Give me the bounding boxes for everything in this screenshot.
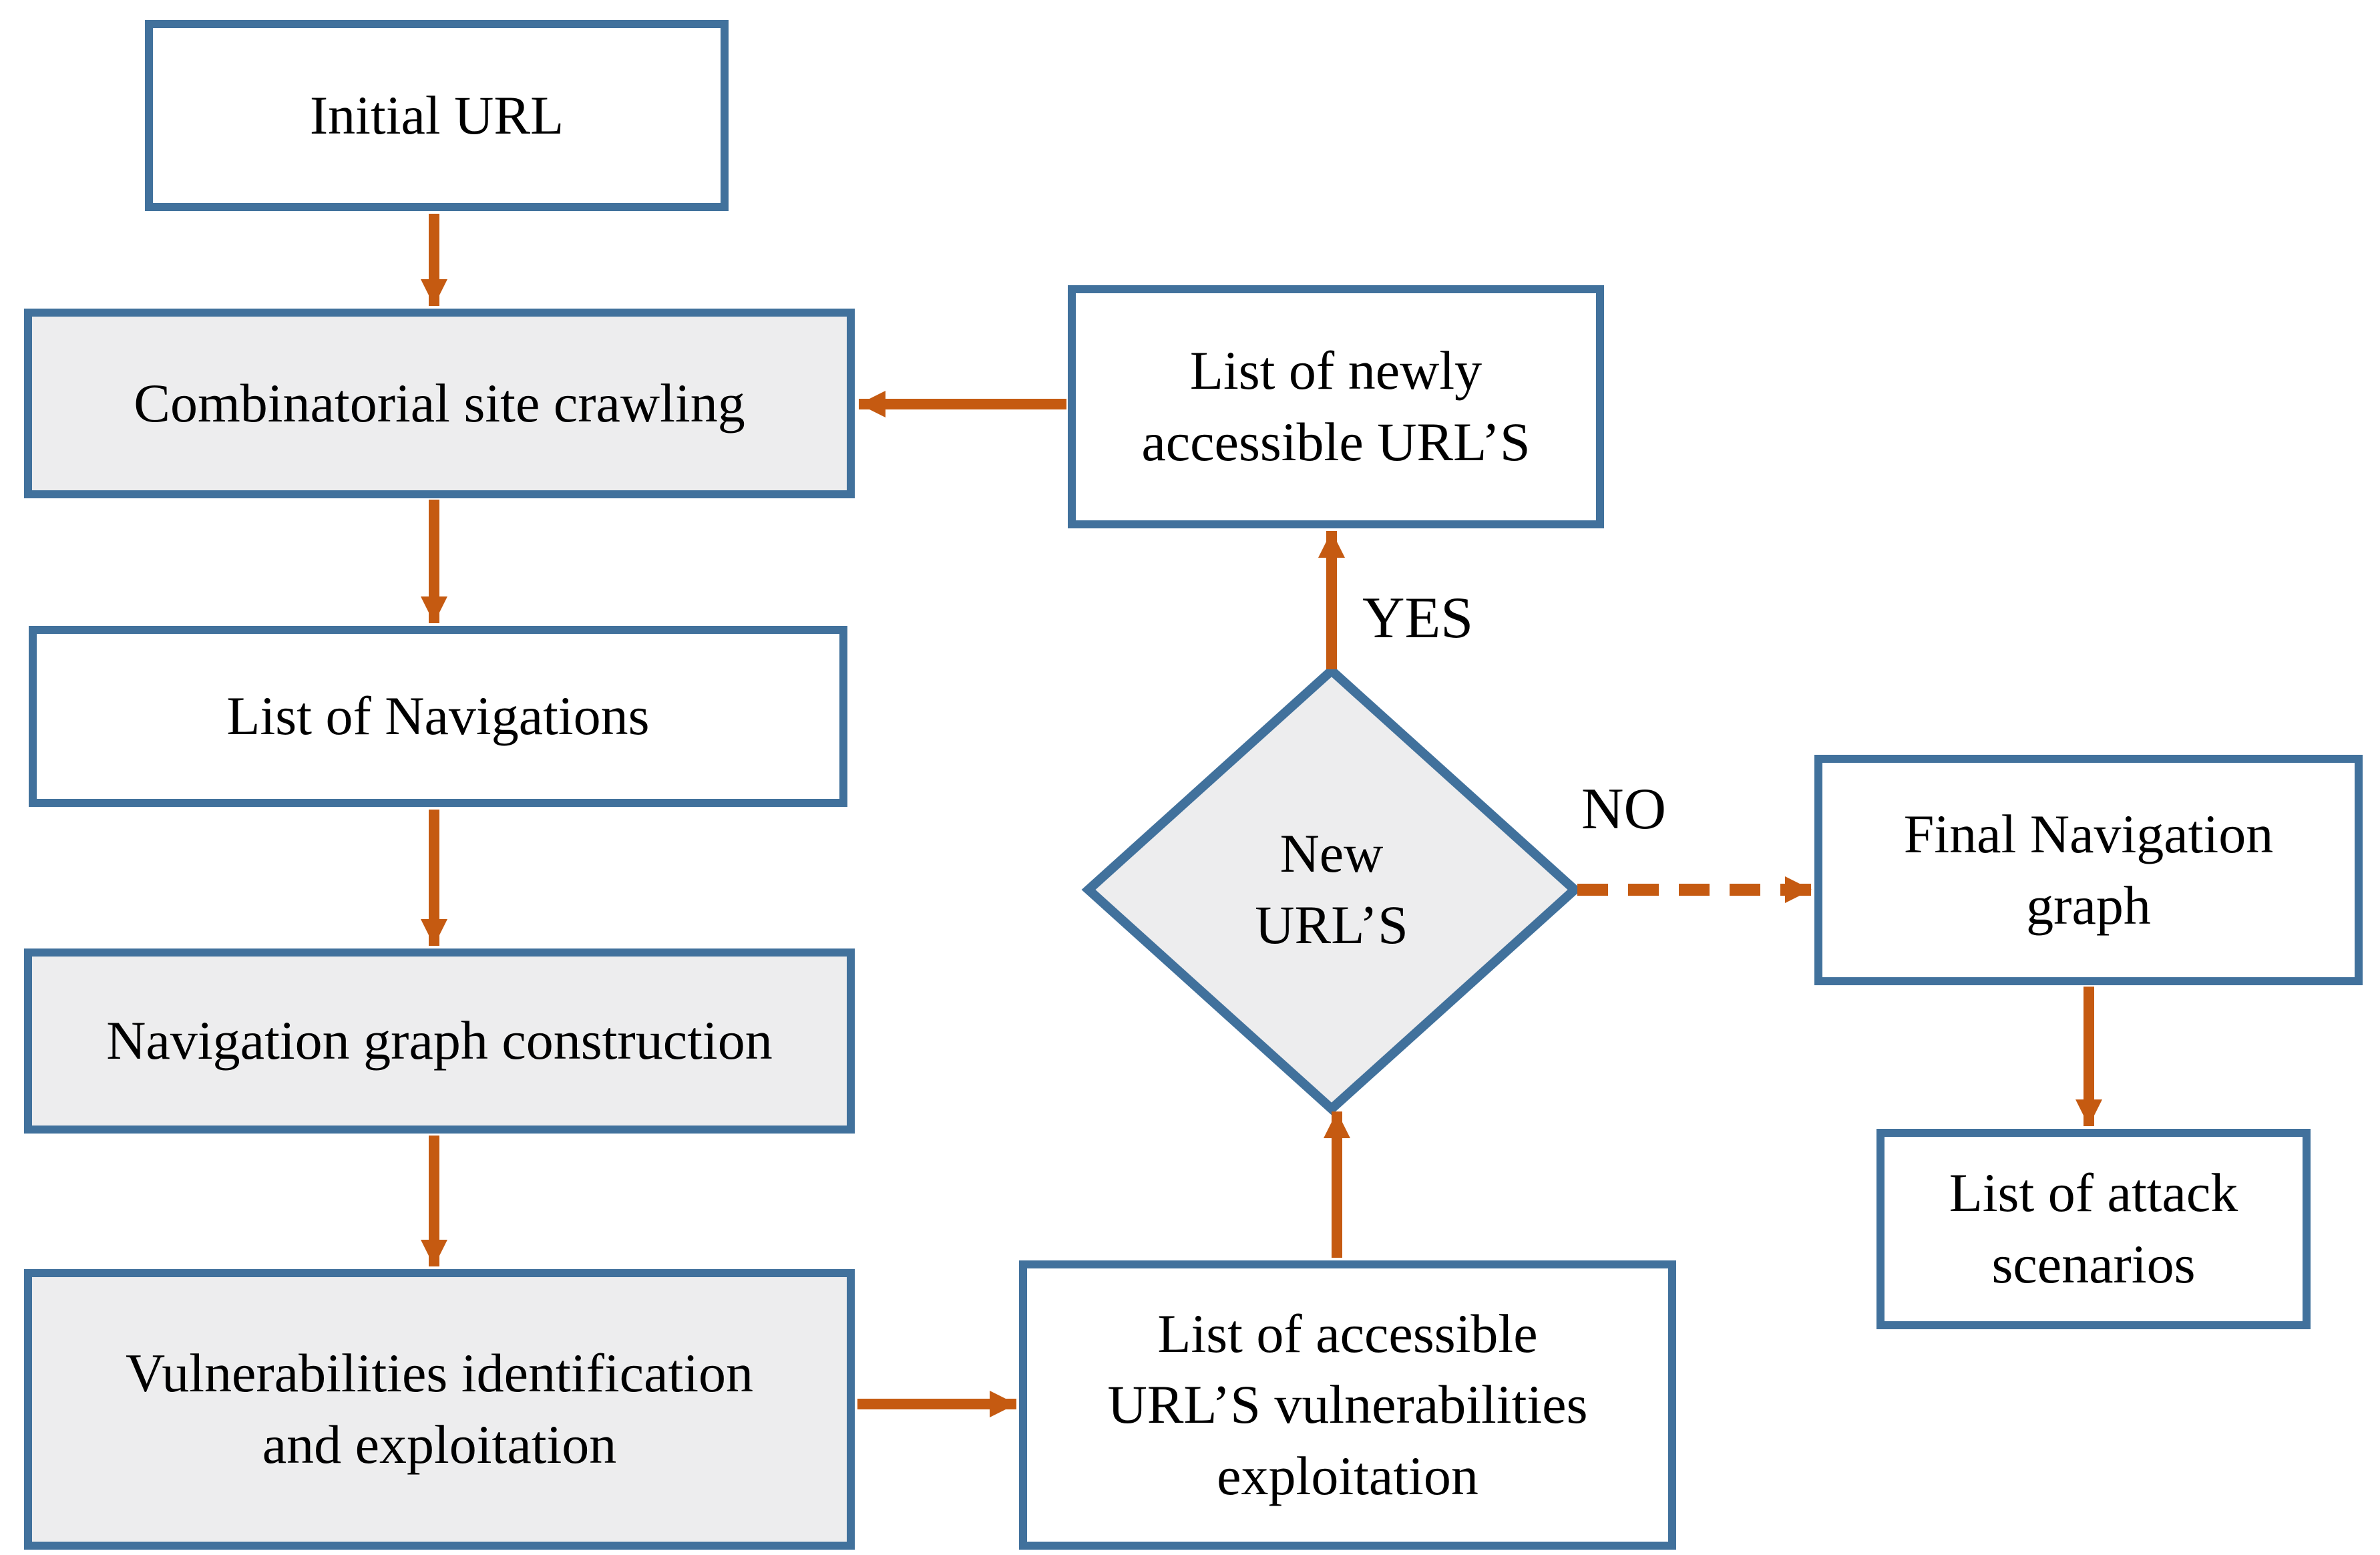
node-list-newly-accessible-urls: List of newly accessible URL’S [1068,285,1604,528]
decision-diamond-shape [1081,664,1582,1115]
node-list-of-navigations: List of Navigations [29,626,847,807]
edge-label-no: NO [1581,777,1667,842]
node-final-navigation-graph: Final Navigation graph [1814,755,2363,985]
node-initial-url: Initial URL [145,20,729,211]
node-combinatorial-site-crawling: Combinatorial site crawling [24,309,855,498]
node-list-attack-scenarios: List of attack scenarios [1876,1129,2311,1329]
edge-label-yes: YES [1362,586,1474,651]
node-list-accessible-urls-vulnerabilities: List of accessible URL’S vulnerabilities… [1019,1260,1676,1550]
node-new-urls-decision-label: New URL’S [1255,823,1408,955]
node-vulnerabilities-identification: Vulnerabilities identification and explo… [24,1269,855,1550]
node-navigation-graph-construction: Navigation graph construction [24,948,855,1134]
